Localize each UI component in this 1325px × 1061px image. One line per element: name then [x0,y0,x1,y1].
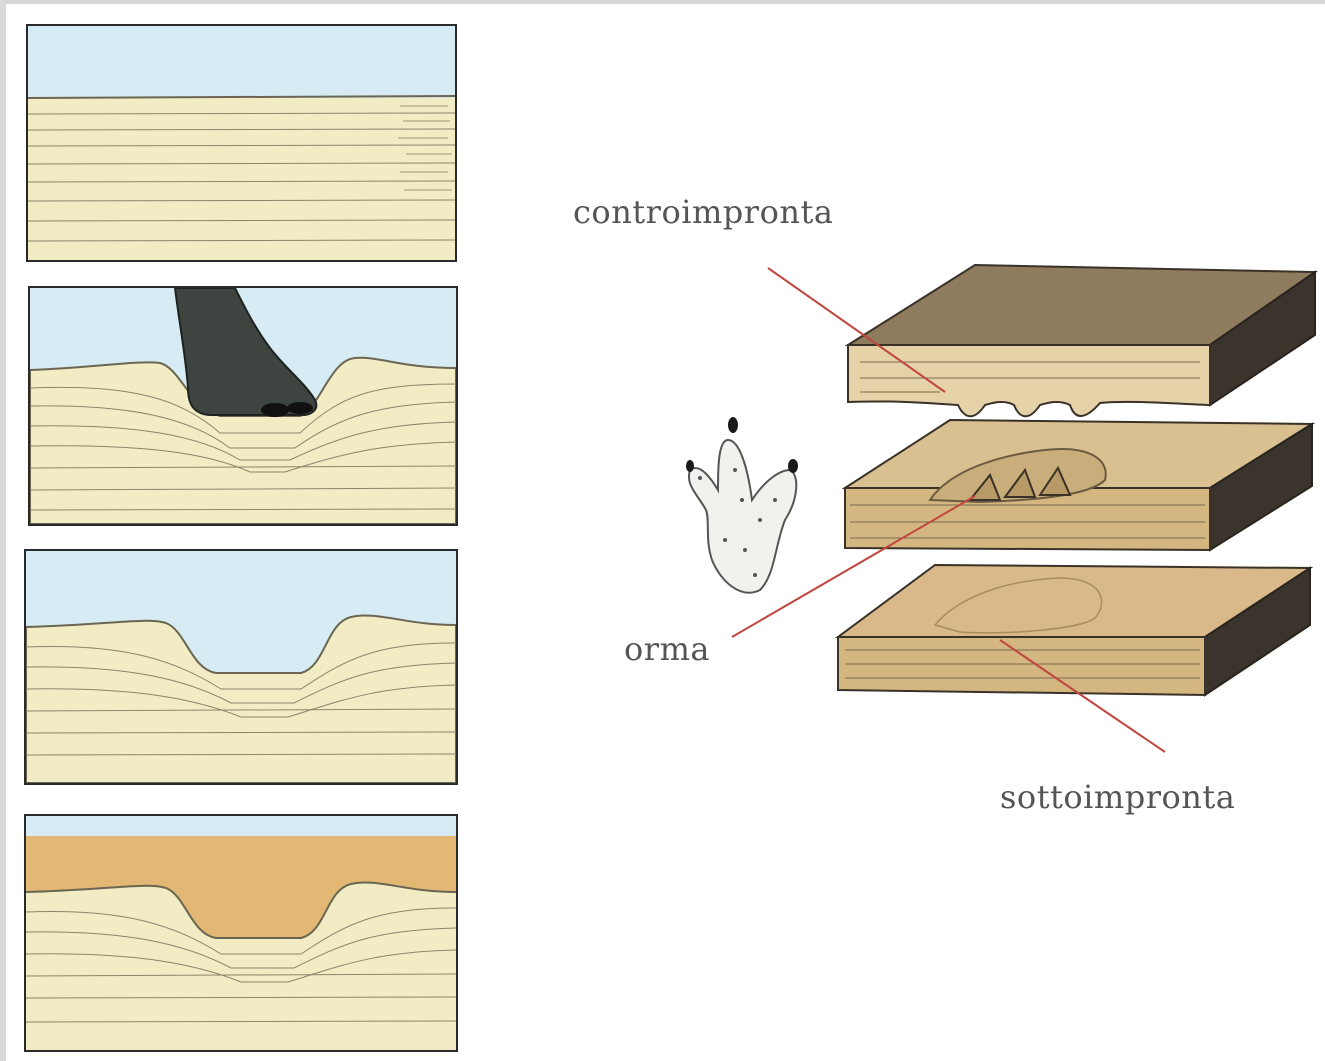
label-orma: orma [624,630,710,668]
bottom-block-front-face [838,637,1205,695]
footprint-orma-illustration [686,417,798,593]
label-sottoimpronta: sottoimpronta [1000,778,1235,816]
top-block-controimpronta [848,265,1315,416]
label-controimpronta: controimpronta [573,193,833,231]
footprint-shape [689,440,796,593]
bottom-block-sottoimpronta [838,565,1310,695]
top-block-front-face [848,345,1210,416]
